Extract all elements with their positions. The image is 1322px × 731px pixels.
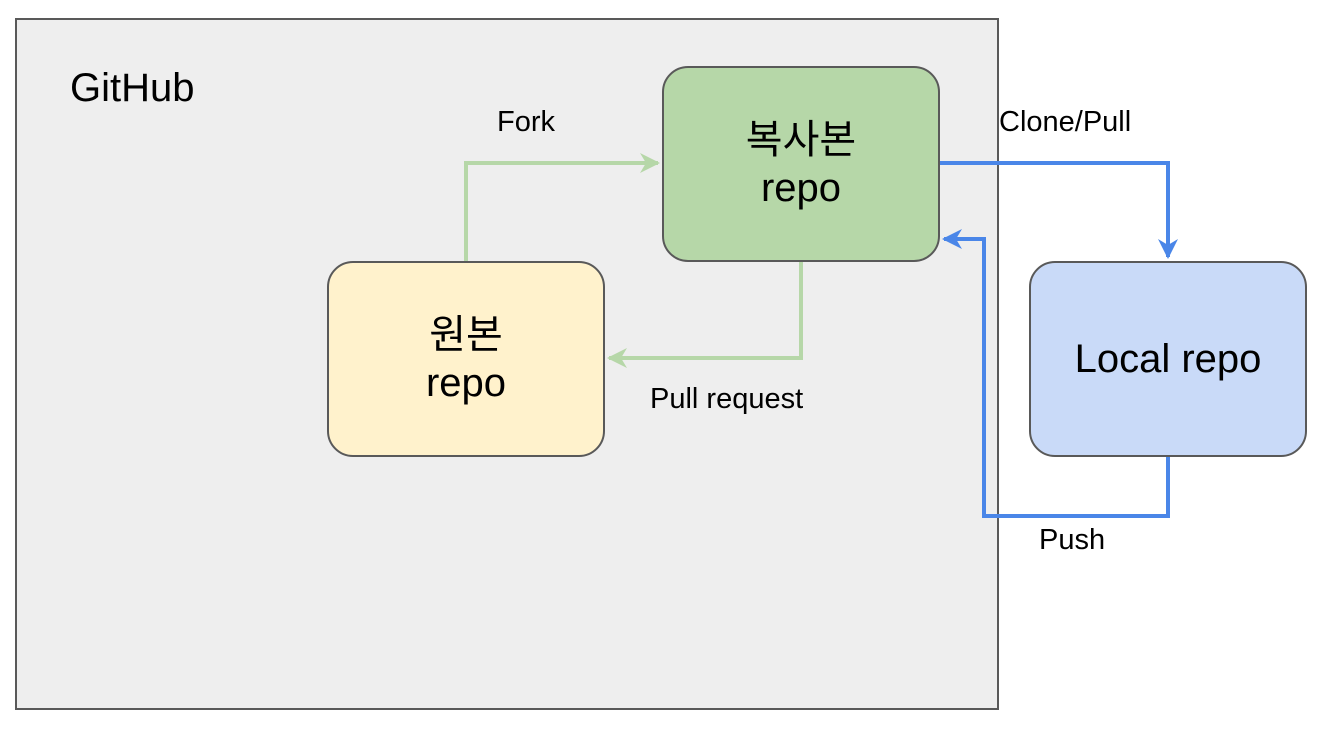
local-repo-label: Local repo <box>1074 337 1262 381</box>
origin-repo-node: 원본 repo <box>327 261 605 457</box>
origin-repo-label-line1: 원본 <box>429 313 503 357</box>
fork-repo-label-line2: repo <box>760 166 842 210</box>
edge-pull-request <box>607 262 803 368</box>
edge-clone-pull <box>940 161 1178 259</box>
github-title: GitHub <box>70 66 195 110</box>
fork-repo-label-line1: 복사본 <box>745 118 857 162</box>
edge-fork <box>464 153 660 262</box>
origin-repo-label-line2: repo <box>425 361 507 405</box>
push-edge-label: Push <box>1039 524 1106 556</box>
pull-request-edge-label: Pull request <box>650 383 804 415</box>
edge-push <box>942 229 1170 518</box>
local-repo-node: Local repo <box>1029 261 1307 457</box>
clone-pull-edge-label: Clone/Pull <box>999 106 1132 138</box>
fork-edge-label: Fork <box>497 106 555 138</box>
fork-repo-node: 복사본 repo <box>662 66 940 262</box>
